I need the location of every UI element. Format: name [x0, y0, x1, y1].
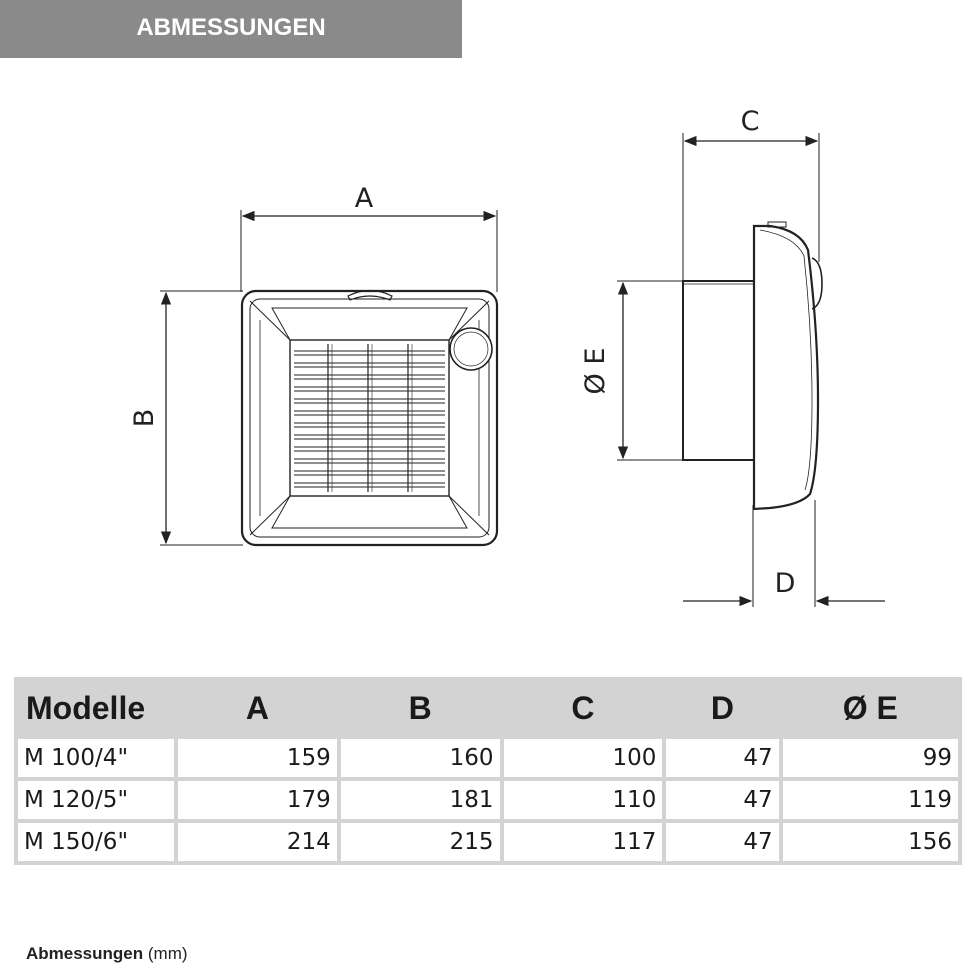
- cell-b: 215: [340, 823, 500, 861]
- cell-e: 156: [782, 823, 958, 861]
- cell-model: M 100/4": [18, 739, 174, 777]
- cell-a: 179: [178, 781, 337, 819]
- cell-e: 99: [782, 739, 958, 777]
- pull-cord-knob: [449, 327, 493, 371]
- cell-b: 181: [340, 781, 500, 819]
- dimensions-table: Modelle A B C D Ø E M 100/4" 159 160 100…: [14, 677, 962, 865]
- cell-c: 110: [503, 781, 663, 819]
- cell-d: 47: [666, 781, 779, 819]
- cell-a: 159: [178, 739, 337, 777]
- cell-d: 47: [666, 739, 779, 777]
- caption-unit: (mm): [147, 944, 188, 963]
- caption: Abmessungen (mm): [26, 944, 188, 964]
- header-d: D: [666, 681, 779, 735]
- table-row: M 150/6" 214 215 117 47 156: [18, 823, 958, 861]
- fan-dimension-drawing: A B C D Ø E: [129, 106, 885, 607]
- caption-title: Abmessungen: [26, 944, 144, 963]
- section-title: ABMESSUNGEN: [136, 14, 326, 41]
- table-header-row: Modelle A B C D Ø E: [18, 681, 958, 735]
- front-view: [160, 210, 499, 547]
- side-view: [617, 133, 885, 607]
- label-b: B: [129, 409, 160, 428]
- header-b: B: [340, 681, 500, 735]
- cell-c: 117: [503, 823, 663, 861]
- header-e: Ø E: [782, 681, 958, 735]
- cell-a: 214: [178, 823, 337, 861]
- cell-b: 160: [340, 739, 500, 777]
- label-d: D: [775, 568, 796, 599]
- section-header: ABMESSUNGEN: [0, 0, 462, 58]
- header-c: C: [503, 681, 663, 735]
- header-a: A: [178, 681, 337, 735]
- cell-e: 119: [782, 781, 958, 819]
- label-e: Ø E: [580, 348, 611, 395]
- table-row: M 100/4" 159 160 100 47 99: [18, 739, 958, 777]
- label-a: A: [355, 183, 374, 214]
- header-modelle: Modelle: [18, 681, 174, 735]
- table-row: M 120/5" 179 181 110 47 119: [18, 781, 958, 819]
- cell-model: M 150/6": [18, 823, 174, 861]
- cell-model: M 120/5": [18, 781, 174, 819]
- cell-d: 47: [666, 823, 779, 861]
- label-c: C: [741, 106, 760, 137]
- cell-c: 100: [503, 739, 663, 777]
